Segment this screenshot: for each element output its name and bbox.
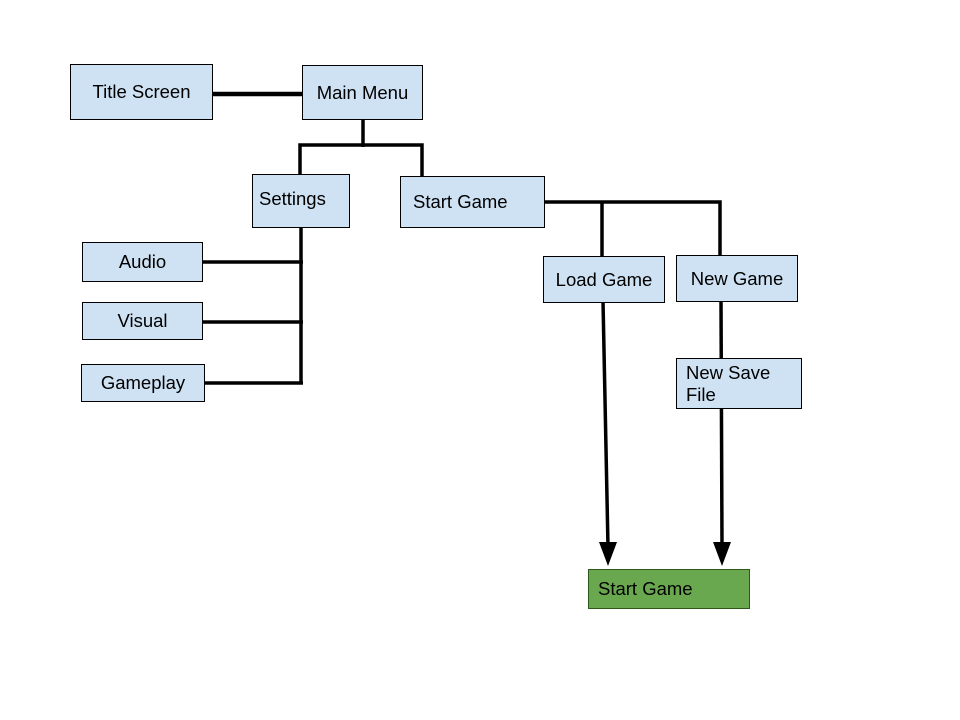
- node-title-screen-label: Title Screen: [92, 81, 191, 102]
- node-new-game-label: New Game: [690, 267, 784, 289]
- node-start-game-final: Start Game: [588, 569, 750, 609]
- node-settings: Settings: [252, 174, 350, 228]
- node-title-screen: Title Screen: [70, 64, 213, 120]
- node-start-game-final-label: Start Game: [598, 578, 693, 599]
- node-main-menu: Main Menu: [302, 65, 423, 120]
- node-load-game: Load Game: [543, 256, 665, 303]
- connector-loadgame-arrow-line: [601, 300, 610, 548]
- connector-main-to-settings-startgame: [298, 143, 424, 179]
- connector-startgame-to-newgame: [543, 200, 722, 257]
- connector-newgame-arrow-line: [719, 299, 724, 548]
- node-visual-label: Visual: [117, 310, 168, 331]
- node-start-game: Start Game: [400, 176, 545, 228]
- arrowhead-loadgame: [599, 542, 617, 566]
- node-settings-label: Settings: [259, 188, 326, 209]
- node-start-game-label: Start Game: [413, 191, 508, 212]
- node-gameplay-label: Gameplay: [100, 372, 186, 393]
- node-new-save-file: New Save File: [676, 358, 802, 409]
- node-new-game: New Game: [676, 255, 798, 302]
- arrowhead-newsavefile: [713, 542, 731, 566]
- node-audio: Audio: [82, 242, 203, 282]
- node-main-menu-label: Main Menu: [316, 81, 409, 103]
- node-new-save-file-label: New Save File: [686, 361, 771, 405]
- node-audio-label: Audio: [118, 251, 167, 272]
- node-gameplay: Gameplay: [81, 364, 205, 402]
- node-load-game-label: Load Game: [555, 268, 653, 290]
- node-visual: Visual: [82, 302, 203, 340]
